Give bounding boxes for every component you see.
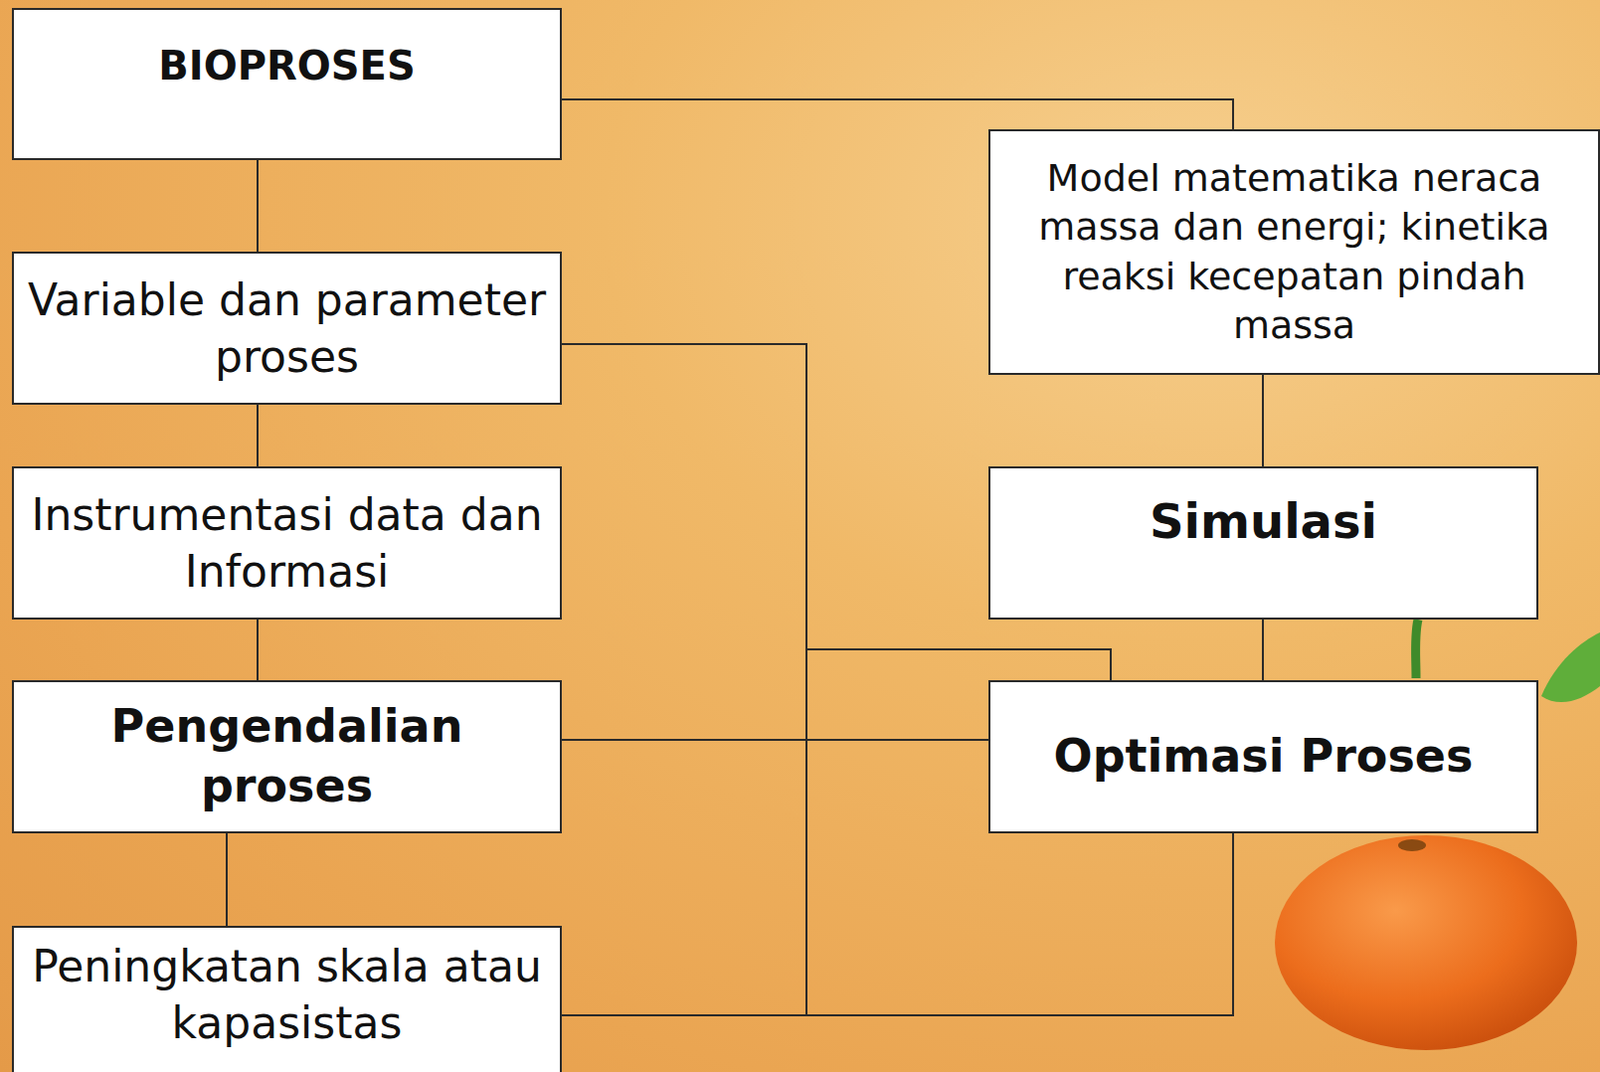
leaf <box>1541 632 1600 703</box>
tangerine <box>1274 835 1578 1051</box>
connector <box>225 833 228 926</box>
box-label: Variable dan parameter proses <box>23 271 550 385</box>
box-label: BIOPROSES <box>158 39 415 92</box>
process-box: Instrumentasi data dan Informasi <box>11 466 562 620</box>
box-label: Model matematika neraca massa dan energi… <box>1000 154 1589 352</box>
connector <box>561 833 1234 1016</box>
tangerine-top <box>1398 839 1426 852</box>
box-label: Pengendalian proses <box>23 697 550 817</box>
process-box: Variable dan parameter proses <box>11 251 562 405</box>
process-box: Model matematika neraca massa dan energi… <box>988 129 1600 375</box>
process-box: Optimasi Proses <box>988 680 1539 834</box>
connector <box>561 738 989 741</box>
stem <box>1416 619 1420 679</box>
connector <box>256 404 259 467</box>
connector <box>1261 374 1264 467</box>
connector <box>1261 619 1264 681</box>
process-box: Peningkatan skala atau kapasistas <box>11 925 562 1072</box>
box-label: Instrumentasi data dan Informasi <box>23 486 550 600</box>
box-label: Optimasi Proses <box>1054 726 1474 787</box>
connector <box>256 619 259 681</box>
process-box: BIOPROSES <box>11 7 562 161</box>
process-box: Pengendalian proses <box>11 680 562 834</box>
connector <box>561 99 1234 130</box>
box-label: Simulasi <box>1149 490 1378 552</box>
connector <box>561 344 807 1016</box>
process-box: Simulasi <box>988 466 1539 620</box>
connector <box>256 160 259 252</box>
box-label: Peningkatan skala atau kapasistas <box>23 937 550 1052</box>
